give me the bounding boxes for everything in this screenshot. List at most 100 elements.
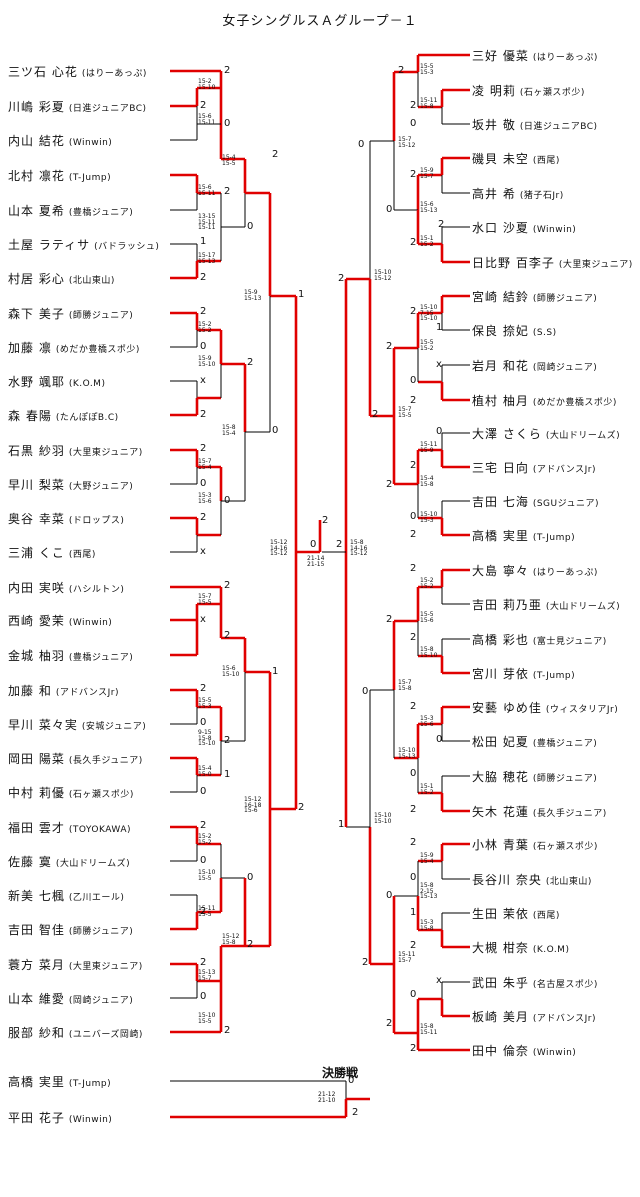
score-box: 15-4 15-5 xyxy=(222,154,236,167)
player-club: (西尾) xyxy=(68,550,96,560)
player-club: (ハシルトン) xyxy=(68,585,125,595)
right-player: 長谷川 奈央(北山東山) xyxy=(472,871,592,887)
score-box: 15-8 14-16 15-12 xyxy=(350,539,368,557)
player-name: 早川 梨菜 xyxy=(8,478,65,492)
result-marker: 0 xyxy=(200,786,207,797)
player-name: 内山 結花 xyxy=(8,134,65,148)
result-marker: 2 xyxy=(200,306,207,317)
player-name: 村居 彩心 xyxy=(8,272,65,286)
result-marker: 2 xyxy=(200,957,207,968)
score-box: 15-7 15-5 xyxy=(398,406,412,419)
final-player-club: (Winwin) xyxy=(68,1115,113,1125)
result-marker: 0 xyxy=(272,425,279,436)
left-player: 佐藤 寞(大山ドリームズ) xyxy=(8,853,130,869)
player-club: (豊橋ジュニア) xyxy=(532,739,598,749)
player-club: (石ヶ瀬スポ少) xyxy=(519,88,585,98)
left-player: 川嶋 彩夏(日進ジュニアBC) xyxy=(8,98,147,114)
result-marker: 0 xyxy=(410,768,417,779)
player-name: 新美 七楓 xyxy=(8,889,65,903)
player-name: 岩月 和花 xyxy=(472,359,529,373)
score-box: 13-15 15-11 15-11 xyxy=(198,213,216,231)
player-club: (西尾) xyxy=(532,911,560,921)
left-player: 早川 梨菜(大野ジュニア) xyxy=(8,476,133,492)
result-marker: 2 xyxy=(410,460,417,471)
right-player: 三好 優菜(はりーあっぷ) xyxy=(472,47,598,63)
player-name: 三宅 日向 xyxy=(472,461,529,475)
score-box: 15-2 15-10 xyxy=(198,78,216,91)
left-player: 内田 実咲(ハシルトン) xyxy=(8,579,124,595)
player-club: (ウィスタリアJr) xyxy=(545,705,619,715)
score-box: 21-14 21-15 xyxy=(307,555,325,568)
result-marker: 0 xyxy=(200,717,207,728)
result-marker: 2 xyxy=(272,149,279,160)
result-marker: 1 xyxy=(224,769,231,780)
score-box: 15-10 15-12 xyxy=(374,269,392,282)
player-club: (大野ジュニア) xyxy=(68,482,134,492)
result-marker: 2 xyxy=(410,395,417,406)
result-marker: 2 xyxy=(410,940,417,951)
right-player: 吉田 莉乃亜(大山ドリームズ) xyxy=(472,596,620,612)
player-name: 三好 優菜 xyxy=(472,49,529,63)
result-marker: 2 xyxy=(410,563,417,574)
result-marker: 2 xyxy=(247,939,254,950)
result-marker: 2 xyxy=(386,479,393,490)
player-name: 早川 菜々実 xyxy=(8,718,78,732)
player-club: (日進ジュニアBC) xyxy=(68,104,147,114)
player-club: (アドバンスJr) xyxy=(532,1014,596,1024)
left-player: 蓑方 菜月(大里東ジュニア) xyxy=(8,956,143,972)
result-marker: 2 xyxy=(372,409,379,420)
player-club: (長久手ジュニア) xyxy=(68,756,143,766)
player-club: (S.S) xyxy=(532,328,557,338)
player-club: (T-Jump) xyxy=(532,671,576,681)
score-box: 15-11 15-5 xyxy=(198,905,216,918)
result-marker: x xyxy=(436,975,442,986)
score-box: 15-10 15-5 xyxy=(198,1012,216,1025)
player-club: (TOYOKAWA) xyxy=(68,825,132,835)
player-name: 金城 柚羽 xyxy=(8,649,65,663)
player-name: 内田 実咲 xyxy=(8,581,65,595)
player-club: (猪子石Jr) xyxy=(519,191,564,201)
player-name: 高橋 彩也 xyxy=(472,633,529,647)
player-club: (Winwin) xyxy=(532,1048,577,1058)
player-club: (豊橋ジュニア) xyxy=(68,208,134,218)
result-marker: 0 xyxy=(200,478,207,489)
player-club: (岡崎ジュニア) xyxy=(68,996,134,1006)
player-name: 長谷川 奈央 xyxy=(472,873,542,887)
result-marker: 2 xyxy=(322,515,329,526)
score-box: 15-5 15-3 xyxy=(420,63,434,76)
score-box: 15-6 15-11 xyxy=(198,184,216,197)
right-player: 大槻 柑奈(K.O.M) xyxy=(472,939,569,955)
result-marker: 0 xyxy=(436,734,443,745)
score-box: 15-5 15-2 xyxy=(420,339,434,352)
player-club: (石ヶ瀬スポ少) xyxy=(532,842,598,852)
score-box: 15-7 15-4 xyxy=(198,458,212,471)
result-marker: 0 xyxy=(200,855,207,866)
right-player: 三宅 日向(アドバンスJr) xyxy=(472,459,596,475)
player-club: (Winwin) xyxy=(68,138,113,148)
result-marker: 1 xyxy=(298,289,305,300)
result-marker: x xyxy=(200,614,206,625)
result-marker: 2 xyxy=(386,341,393,352)
result-marker: 1 xyxy=(410,907,417,918)
result-marker: 2 xyxy=(224,580,231,591)
player-name: 中村 莉優 xyxy=(8,786,65,800)
right-player: 岩月 和花(岡崎ジュニア) xyxy=(472,357,597,373)
result-marker: x xyxy=(200,375,206,386)
result-marker: 0 xyxy=(348,1075,355,1086)
right-player: 大脇 穂花(師勝ジュニア) xyxy=(472,768,597,784)
score-box: 15-7 15-8 xyxy=(398,679,412,692)
right-player: 吉田 七海(SGUジュニア) xyxy=(472,493,599,509)
player-club: (大里東ジュニア) xyxy=(558,260,633,270)
score-box: 15-10 15-13 xyxy=(398,747,416,760)
player-club: (はりーあっぷ) xyxy=(532,53,598,63)
result-marker: 2 xyxy=(352,1107,359,1118)
player-club: (西尾) xyxy=(532,156,560,166)
player-club: (日進ジュニアBC) xyxy=(519,122,598,132)
left-player: 山本 維愛(岡崎ジュニア) xyxy=(8,990,133,1006)
score-box: 15-2 15-2 xyxy=(198,833,212,846)
player-club: (師勝ジュニア) xyxy=(68,311,134,321)
result-marker: 1 xyxy=(338,819,345,830)
player-club: (たんぽぽB.C) xyxy=(55,413,119,423)
result-marker: 2 xyxy=(410,100,417,111)
